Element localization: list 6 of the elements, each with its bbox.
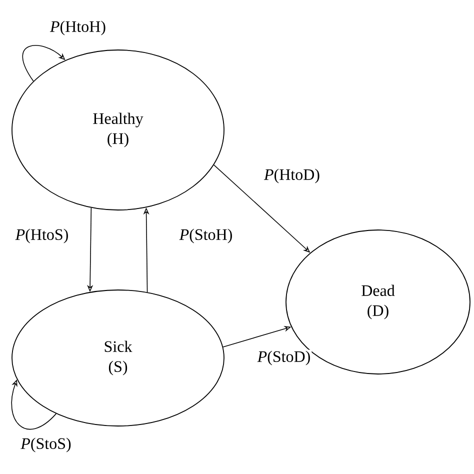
edge-label: P(StoS) (20, 436, 72, 454)
edge-label: P(HtoD) (263, 168, 321, 184)
edge-label: P(StoD) (256, 350, 312, 366)
edge-label: P(HtoS) (14, 228, 70, 244)
edge-label: P(HtoH) (49, 20, 107, 36)
edge-label: P(StoH) (178, 228, 234, 244)
